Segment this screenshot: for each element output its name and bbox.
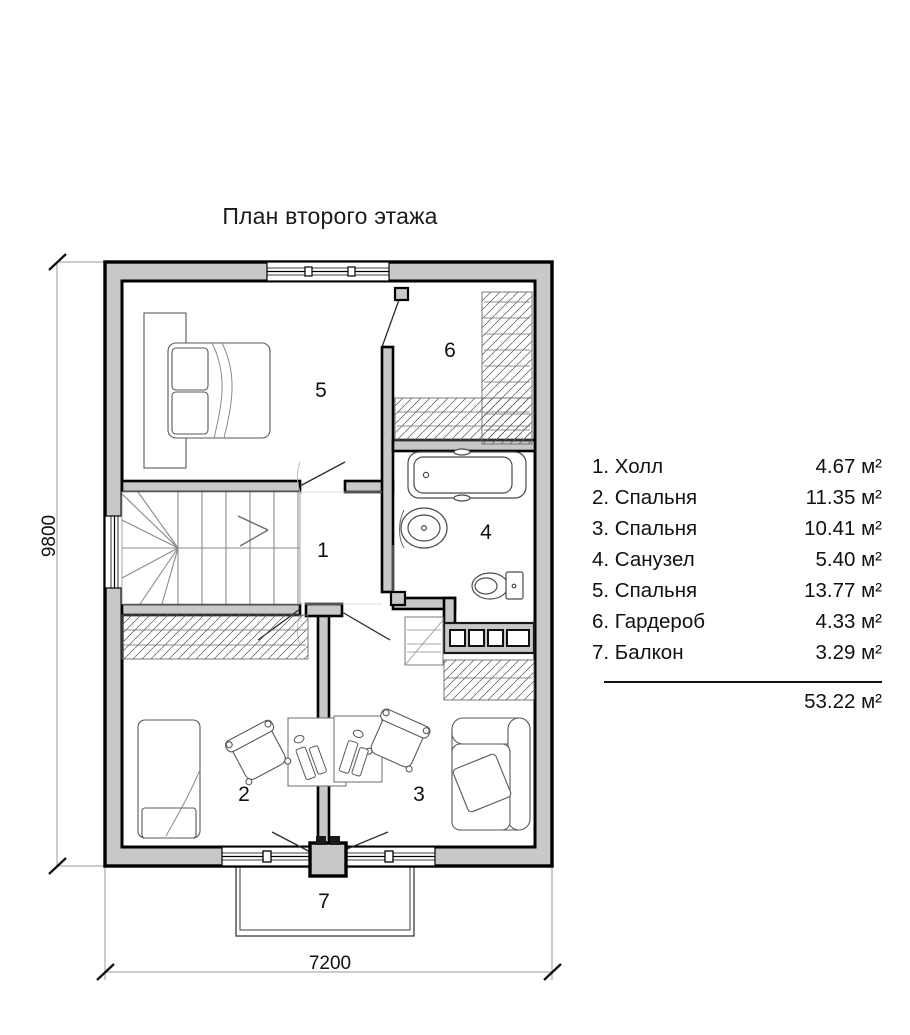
legend-room-area: 4.33 м²	[815, 610, 882, 633]
closet-room3	[443, 659, 535, 701]
legend-room-label: 6. Гардероб	[592, 610, 705, 633]
page-title: План второго этажа	[222, 203, 438, 229]
stair-direction-arrow	[237, 515, 269, 547]
legend-row: 3. Спальня 10.41 м²	[592, 517, 882, 548]
legend-room-area: 5.40 м²	[815, 548, 882, 571]
toilet-flush	[511, 583, 517, 589]
window-left	[104, 515, 125, 589]
legend-room-area: 3.29 м²	[815, 641, 882, 664]
legend-total-row: 53.22 м²	[592, 690, 882, 714]
room-number-3: 3	[413, 783, 425, 806]
room-number-7: 7	[318, 890, 330, 913]
room-number-4: 4	[480, 521, 492, 544]
tick-bottom-left	[48, 857, 67, 875]
legend-row: 6. Гардероб 4.33 м²	[592, 610, 882, 641]
legend-rows: 1. Холл 4.67 м² 2. Спальня 11.35 м² 3. Спаль…	[592, 455, 882, 672]
cabinet-drawer-2	[468, 629, 485, 647]
sink-drain	[421, 524, 428, 531]
staircase	[121, 491, 301, 605]
door-jamb-wardrobe	[393, 286, 410, 302]
door-jamb-room3	[389, 590, 407, 607]
pillow-left	[171, 347, 209, 391]
room-number-1: 1	[317, 539, 329, 562]
cabinet-drawer-3	[487, 629, 504, 647]
furniture-room3	[333, 616, 536, 831]
wardrobe-bedroom5	[143, 312, 187, 469]
toilet-seat	[474, 577, 498, 595]
dimension-ticks	[48, 253, 562, 981]
stair-winders	[121, 491, 179, 605]
room-number-6: 6	[444, 339, 456, 362]
legend-row: 1. Холл 4.67 м²	[592, 455, 882, 486]
legend-room-label: 2. Спальня	[592, 486, 698, 509]
balcony-pillar	[308, 836, 348, 878]
window-bottom-right	[339, 846, 436, 867]
legend-divider	[604, 681, 882, 683]
tick-dim-right	[543, 963, 562, 981]
legend-row: 2. Спальня 11.35 м²	[592, 486, 882, 517]
armchair-cushion	[452, 753, 512, 813]
legend-room-area: 4.67 м²	[815, 455, 882, 478]
cabinet-drawer-1	[449, 629, 466, 647]
bathtub-drain	[422, 471, 430, 479]
door-leaf-bedroom5	[299, 461, 346, 487]
legend-row: 4. Санузел 5.40 м²	[592, 548, 882, 579]
legend-row: 5. Спальня 13.77 м²	[592, 579, 882, 610]
legend-room-area: 10.41 м²	[804, 517, 882, 540]
legend-room-label: 3. Спальня	[592, 517, 698, 540]
door-leaf-wardrobe	[381, 296, 401, 348]
furniture-wardrobe6	[394, 291, 533, 445]
legend-room-label: 7. Балкон	[592, 641, 684, 664]
wall-bedroom5-south	[120, 479, 302, 494]
legend-row: 7. Балкон 3.29 м²	[592, 641, 882, 672]
floor-plan-drawing: 1 2 3 4 5 6 7 9800 7200	[39, 253, 562, 981]
rail-wardrobe-south	[394, 397, 533, 441]
wall-room2-north	[120, 602, 302, 617]
chair-room3	[365, 708, 431, 773]
room-schedule-legend: 1. Холл 4.67 м² 2. Спальня 11.35 м² 3. Спаль…	[592, 455, 882, 714]
pillow-right	[171, 391, 209, 435]
legend-total-area: 53.22 м²	[804, 690, 882, 713]
stair-treads	[122, 492, 300, 604]
tick-dim-left	[96, 963, 115, 981]
desk-items-room2	[293, 734, 327, 781]
armchair-arm-right	[507, 717, 531, 831]
legend-room-area: 11.35 м²	[805, 486, 882, 509]
bathtub-tap	[453, 448, 471, 456]
cabinet-drawer-4	[506, 629, 530, 647]
dimension-label-vertical: 9800	[39, 514, 60, 558]
legend-room-label: 1. Холл	[592, 455, 664, 478]
bathtub-inner	[413, 456, 513, 494]
furniture-room2	[121, 614, 347, 839]
furniture-bathroom4	[399, 448, 527, 600]
closet-room2	[121, 614, 309, 660]
window-top	[266, 261, 390, 282]
desk-items-room3	[338, 729, 369, 777]
balcony-outline	[235, 861, 415, 937]
armchair-room3	[451, 717, 531, 831]
pillow-room2	[141, 807, 197, 839]
dimension-label-horizontal: 7200	[308, 953, 352, 974]
floor-plan-svg	[48, 253, 562, 981]
hall-floor-lines	[300, 491, 382, 605]
door-leaf-room3	[341, 611, 391, 641]
window-bottom-left	[221, 846, 318, 867]
bathtub-overflow	[453, 494, 471, 502]
room-number-2: 2	[238, 783, 250, 806]
legend-room-label: 4. Санузел	[592, 548, 695, 571]
room-number-5: 5	[315, 379, 327, 402]
legend-room-area: 13.77 м²	[804, 579, 882, 602]
wall-hall-east	[380, 345, 395, 594]
wall-room3-north-return	[442, 596, 457, 626]
tick-top-left	[48, 253, 67, 271]
dimension-lines	[56, 261, 553, 980]
furniture-bedroom5	[143, 312, 271, 469]
chair-room2	[224, 719, 292, 786]
wall-central-partition-cap	[304, 602, 344, 618]
legend-room-label: 5. Спальня	[592, 579, 698, 602]
